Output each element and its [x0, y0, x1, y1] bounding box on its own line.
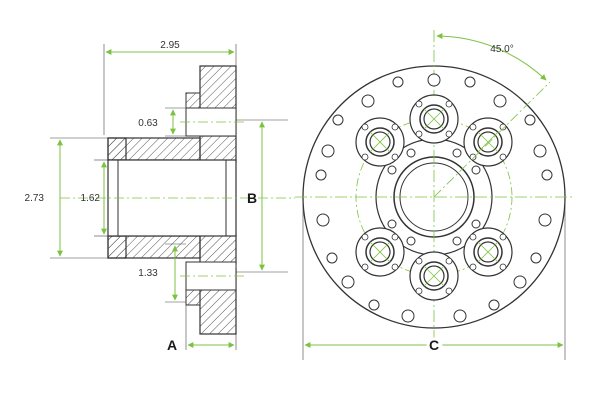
dimension-c: C [302, 200, 566, 360]
stud-pads [355, 94, 513, 301]
dim-overall-length-text: 2.95 [160, 40, 180, 51]
flange-plate-mid-bottom [199, 233, 237, 265]
flange-plate-mid-top [199, 135, 237, 163]
dimension-bolt-hole: 0.63 [138, 107, 186, 137]
dimension-bore: 1.62 [81, 159, 108, 237]
dimension-lower-step: 1.33 [138, 243, 186, 303]
hub-lip-top [107, 137, 127, 161]
hub-bolt-holes [387, 148, 481, 246]
dim-lower-step-text: 1.33 [138, 268, 158, 279]
dimension-overall-length: 2.95 [103, 40, 237, 135]
dim-angle-text: 45.0° [490, 44, 513, 55]
stud-pad-lower-left [355, 227, 405, 277]
stud-pad-upper-right [463, 117, 513, 167]
hub-lip-bottom [107, 235, 127, 259]
stud-pad-top [409, 94, 459, 144]
dimension-flange-outer: 2.73 [25, 137, 108, 259]
dim-bore-text: 1.62 [81, 193, 101, 204]
dim-bolt-hole-text: 0.63 [138, 118, 158, 129]
label-b: B [247, 190, 257, 206]
stud-pad-mini-holes [361, 100, 507, 295]
label-c: C [429, 337, 439, 353]
dimension-angle: 45.0° [436, 33, 547, 81]
front-view [295, 30, 575, 340]
label-a: A [167, 337, 177, 353]
counterbore-top [185, 92, 201, 109]
section-view [60, 65, 295, 335]
angle-reference-line [433, 81, 551, 198]
stud-pad-upper-left [355, 117, 405, 167]
stud-pad-bottom [409, 251, 459, 301]
dim-flange-outer-text: 2.73 [25, 193, 45, 204]
dimension-b: B [236, 119, 288, 273]
counterbore-bottom [185, 289, 201, 306]
stud-pad-lower-right [463, 227, 513, 277]
dimension-a: A [167, 305, 237, 353]
